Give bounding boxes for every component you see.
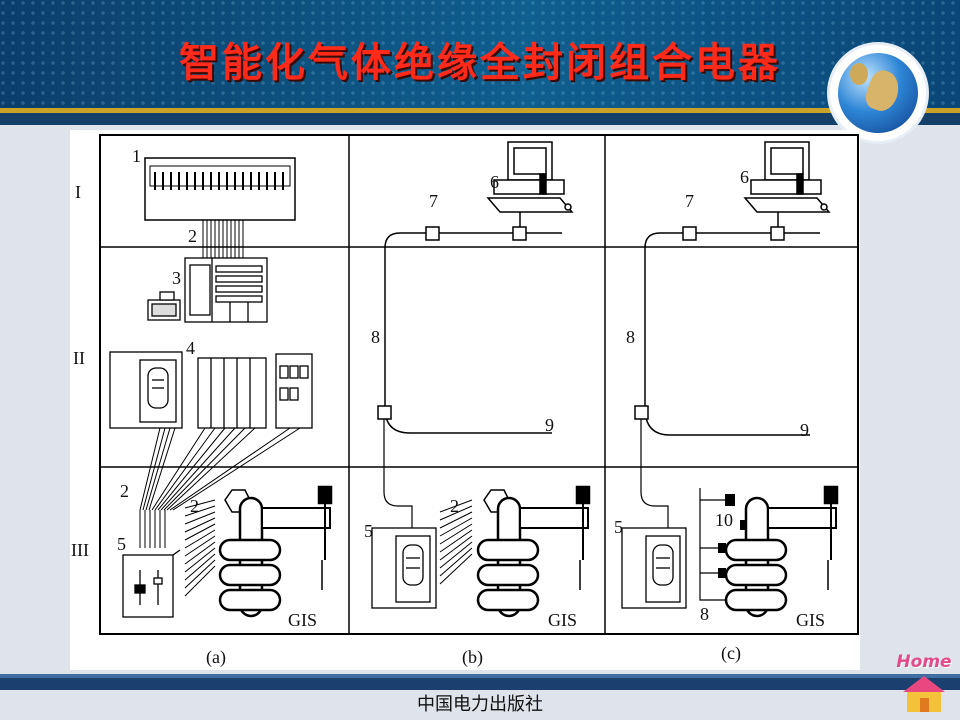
number-label-9: 9 [545,415,554,435]
footer-band [0,678,960,690]
house-icon [903,676,945,712]
smart-sensor [725,494,735,506]
gis-equipment [724,485,839,618]
number-label-2: 2 [450,496,459,516]
globe-land [850,63,868,85]
number-label-9: 9 [800,420,809,440]
slide-title: 智能化气体绝缘全封闭组合电器 [179,39,781,86]
local-control-box [122,549,181,618]
gis-label: GIS [288,610,317,630]
header-pattern [0,0,960,110]
gis-equipment [476,485,591,618]
fanout-cables [139,427,301,548]
workstation [743,141,831,213]
gis-equipment [218,485,333,618]
switch-node [770,226,785,241]
number-label-6: 6 [490,172,499,192]
level-label-1: I [75,182,81,202]
gis-label: GIS [796,610,825,630]
switch-node [377,405,392,420]
number-label-8: 8 [626,327,635,347]
globe-icon [830,45,926,141]
number-label-8: 8 [700,604,709,624]
switch-node [425,226,440,241]
number-label-7: 7 [685,191,694,211]
smart-sensor [718,568,726,578]
fiber-link [640,419,669,528]
footer-stripe [0,674,960,678]
switch-node [512,226,527,241]
number-label-5: 5 [364,521,373,541]
panel-label-c: (c) [721,643,741,664]
number-label-5: 5 [117,534,126,554]
globe-sphere [838,53,918,133]
switch-node [682,226,697,241]
number-label-4: 4 [186,338,195,358]
sensor-wires [184,499,216,597]
control-cabinet [147,257,268,323]
number-label-2: 2 [120,481,129,501]
local-cabinet [621,527,687,609]
home-label: Home [896,652,952,672]
switch-node [634,405,649,420]
cable-bundle [202,220,244,260]
number-label-1: 1 [132,146,141,166]
number-label-10: 10 [715,510,733,530]
smart-sensor [740,520,748,530]
number-label-2: 2 [188,226,197,246]
header-gold-stripe [0,108,960,113]
sensor-wires [439,499,473,585]
smart-sensor [718,543,726,553]
workstation [486,141,574,213]
panel-label-a: (a) [206,647,226,668]
level-label-2: II [73,348,85,368]
bay-cabinets [109,351,313,429]
level-label-3: III [71,540,89,560]
number-label-3: 3 [172,268,181,288]
number-label-6: 6 [740,167,749,187]
publisher-label: 中国电力出版社 [417,694,543,715]
terminal-strip [144,157,296,221]
header-blue-band [0,113,960,125]
number-label-5: 5 [614,517,623,537]
header-banner [0,0,960,110]
fiber-link [383,419,413,528]
panel-label-b: (b) [462,647,483,668]
number-label-7: 7 [429,191,438,211]
home-button[interactable]: Home [893,652,955,716]
number-label-2: 2 [190,496,199,516]
local-cabinet [371,527,437,609]
number-label-8: 8 [371,327,380,347]
gis-label: GIS [548,610,577,630]
